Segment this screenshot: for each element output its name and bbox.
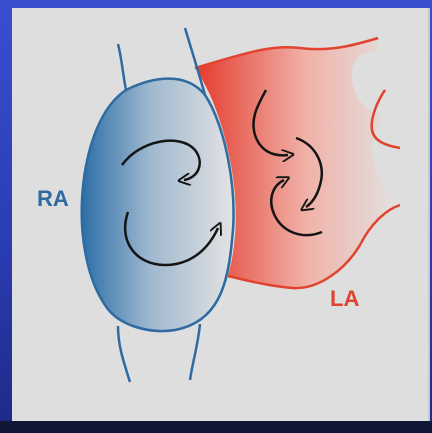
inferior-vena-cava-right (190, 324, 200, 380)
superior-vena-cava-left (118, 44, 126, 90)
bottom-bar (0, 421, 432, 433)
right-atrium-shape (82, 79, 234, 331)
ra-label: RA (37, 186, 69, 211)
la-label: LA (330, 286, 359, 311)
inferior-vena-cava-left (118, 326, 130, 382)
